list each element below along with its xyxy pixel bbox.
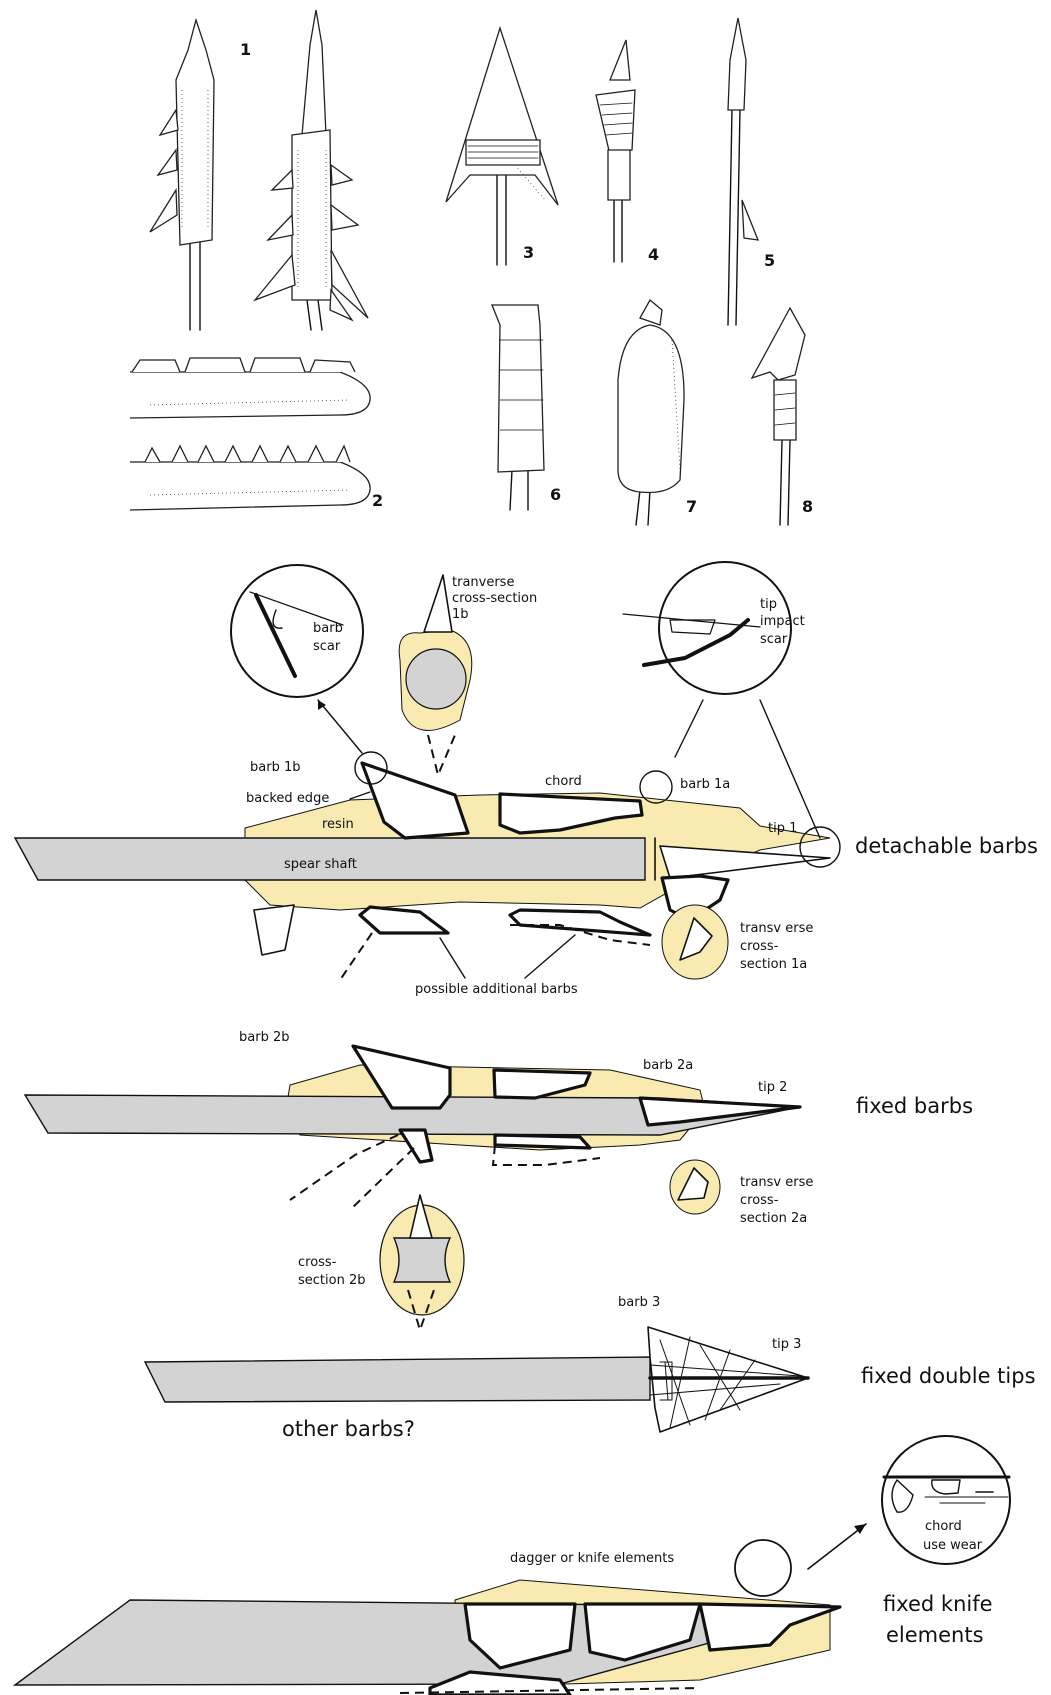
label-barb-1a: barb 1a (680, 777, 730, 792)
label-barb-1b: barb 1b (250, 760, 300, 775)
barb-scar-magnifier (231, 565, 363, 697)
label-spear-shaft: spear shaft (284, 857, 357, 872)
label-barb-2b: barb 2b (239, 1030, 289, 1045)
label-chord-use-wear-line2: use wear (923, 1538, 983, 1553)
label-transverse-1a-line1: transv erse (740, 921, 813, 936)
label-transverse-2a-line2: cross- (740, 1193, 779, 1208)
label-chord-use-wear-line1: chord (925, 1519, 962, 1534)
label-transverse-1b-line3: 1b (452, 607, 469, 622)
label-transverse-1b-line1: tranverse (452, 575, 514, 590)
label-barb-scar-line1: barb (313, 621, 343, 636)
heading-fixed-knife-elements-line1: fixed knife (883, 1592, 993, 1616)
fixed-barbs-section: barb 2b barb 2a tip 2 transv erse cross-… (25, 1030, 973, 1330)
label-barb-2a: barb 2a (643, 1058, 693, 1073)
label-cross-section-2b-line2: section 2b (298, 1273, 365, 1288)
label-possible-additional-barbs: possible additional barbs (415, 982, 578, 997)
sketch-4-hafted-point: 4 (596, 40, 659, 264)
label-transverse-1b-line2: cross-section (452, 591, 537, 606)
sketch-5-slender-point: 5 (728, 18, 775, 325)
label-tip-impact-scar-line2: impact (760, 614, 805, 629)
fixed-double-tips-section: barb 3 tip 3 other barbs? fixed double t… (145, 1295, 1036, 1441)
sketch-number-6: 6 (550, 485, 561, 504)
detachable-barbs-section: tranverse cross-section 1b barb scar tip… (15, 562, 1038, 997)
label-tip-impact-scar-line1: tip (760, 597, 777, 612)
label-barb-3: barb 3 (618, 1295, 660, 1310)
label-transverse-1a-line2: cross- (740, 939, 779, 954)
sketch-1-barbed-points: 1 (150, 10, 368, 330)
label-barb-scar-line2: scar (313, 639, 341, 654)
sketch-number-3: 3 (523, 243, 534, 262)
sketch-2-microlith-rows: 2 (130, 358, 383, 510)
label-tip-impact-scar-line3: scar (760, 632, 788, 647)
label-dagger-knife-elements: dagger or knife elements (510, 1551, 674, 1566)
sketch-6-wrapped-haft: 6 (492, 305, 561, 510)
label-chord: chord (545, 774, 582, 789)
label-resin: resin (322, 817, 354, 832)
sketch-number-4: 4 (648, 245, 659, 264)
sketch-number-1: 1 (240, 40, 251, 59)
sketch-number-5: 5 (764, 251, 775, 270)
label-backed-edge: backed edge (246, 791, 329, 806)
label-tip-1: tip 1 (768, 821, 797, 836)
sketch-number-2: 2 (372, 491, 383, 510)
label-transverse-2a-line1: transv erse (740, 1175, 813, 1190)
heading-detachable-barbs: detachable barbs (855, 834, 1038, 858)
sketch-3-arrowhead: 3 (446, 28, 558, 265)
heading-fixed-double-tips: fixed double tips (861, 1364, 1036, 1388)
sketch-7-resin-lump: 7 (618, 300, 697, 525)
label-cross-section-2b-line1: cross- (298, 1255, 337, 1270)
heading-fixed-knife-elements-line2: elements (886, 1623, 984, 1647)
label-tip-3: tip 3 (772, 1337, 801, 1352)
sketch-8-tanged-point: 8 (752, 308, 813, 525)
label-tip-2: tip 2 (758, 1080, 787, 1095)
sketch-number-7: 7 (686, 497, 697, 516)
heading-fixed-barbs: fixed barbs (856, 1094, 973, 1118)
label-other-barbs: other barbs? (282, 1417, 415, 1441)
label-transverse-1a-line3: section 1a (740, 957, 807, 972)
sketch-number-8: 8 (802, 497, 813, 516)
label-transverse-2a-line3: section 2a (740, 1211, 807, 1226)
spear-shaft-3 (145, 1357, 650, 1402)
fixed-knife-section: dagger or knife elements chord use wear … (15, 1436, 1010, 1695)
